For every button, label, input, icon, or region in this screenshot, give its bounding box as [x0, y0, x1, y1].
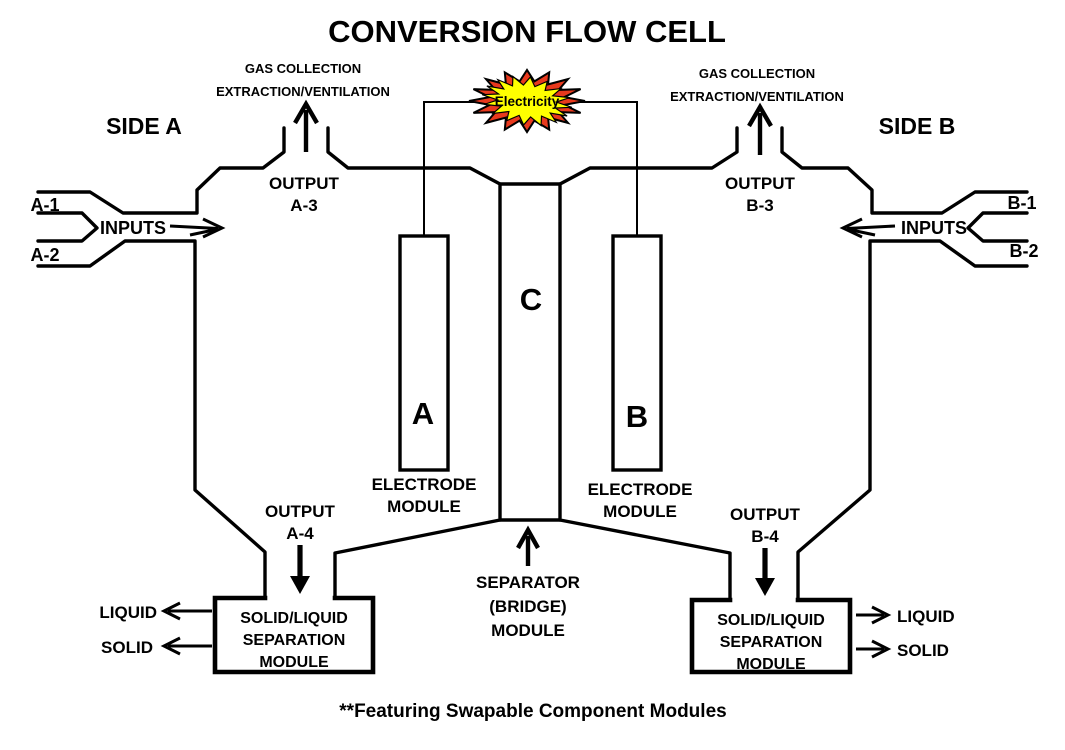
input-a1-label: A-1: [30, 195, 59, 215]
separation-b-line2: SEPARATION: [720, 634, 823, 651]
input-b2-label: B-2: [1009, 241, 1038, 261]
gas-collection-a: GAS COLLECTION EXTRACTION/VENTILATION: [216, 61, 390, 152]
outline-a-input-wedge: [36, 211, 99, 243]
solid-b-arrow-icon: [856, 639, 892, 659]
output-a4-label-line1: OUTPUT: [265, 502, 336, 521]
electrode-b-label-line1: ELECTRODE: [588, 480, 693, 499]
output-b4-arrow-head-icon: [755, 578, 775, 596]
page-title: CONVERSION FLOW CELL: [328, 14, 726, 49]
solid-a-arrow-icon: [160, 636, 212, 656]
solid-a-label: SOLID: [101, 638, 153, 657]
outline-a-bottom-wall: [36, 239, 267, 600]
electrode-a-label-line2: MODULE: [387, 497, 461, 516]
separation-a-line3: MODULE: [259, 654, 329, 671]
outline-a-cell-wall: [326, 126, 502, 600]
output-a4-label-line2: A-4: [286, 524, 314, 543]
electrode-b-letter: B: [626, 399, 648, 434]
separation-module-a: SOLID/LIQUID SEPARATION MODULE LIQUID SO…: [99, 595, 376, 675]
inputs-b-arrow-icon: [839, 217, 896, 239]
footnote: **Featuring Swapable Component Modules: [339, 701, 726, 722]
electrode-a-letter: A: [412, 396, 434, 431]
outline-b-bottom-wall: [796, 239, 1029, 601]
electrode-b-label-line2: MODULE: [603, 502, 677, 521]
output-a4: OUTPUT A-4: [265, 502, 336, 594]
separation-a-line1: SOLID/LIQUID: [240, 610, 348, 627]
inputs-a: A-1 A-2 INPUTS: [30, 195, 226, 265]
outline-b-cell-wall: [558, 126, 739, 602]
liquid-a-label: LIQUID: [99, 603, 157, 622]
electrode-module-b: [611, 234, 663, 472]
output-b3-label-line2: B-3: [746, 196, 773, 215]
solid-b-label: SOLID: [897, 641, 949, 660]
separation-module-b-box: [689, 597, 853, 675]
input-a2-label: A-2: [30, 245, 59, 265]
flow-cell-outline: [36, 126, 1029, 602]
output-b4-label-line1: OUTPUT: [730, 505, 801, 524]
separator-label-line2: (BRIDGE): [489, 597, 566, 616]
output-a3-label-line1: OUTPUT: [269, 174, 340, 193]
inputs-b: B-1 B-2 INPUTS: [839, 193, 1039, 261]
gas-a-label-line1: GAS COLLECTION: [245, 61, 361, 76]
separator-label-line1: SEPARATOR: [476, 573, 580, 592]
separator-module-label: SEPARATOR (BRIDGE) MODULE: [476, 525, 580, 640]
separator-label-line3: MODULE: [491, 621, 565, 640]
input-b1-label: B-1: [1007, 193, 1036, 213]
inputs-a-arrow-icon: [169, 217, 226, 239]
separator-letter: C: [520, 282, 542, 317]
side-a-heading: SIDE A: [106, 113, 182, 139]
liquid-a-arrow-icon: [160, 601, 212, 621]
separation-module-b: SOLID/LIQUID SEPARATION MODULE LIQUID SO…: [689, 597, 955, 675]
outline-a-top-wall: [36, 126, 286, 215]
outline-b-input-wedge: [966, 211, 1029, 243]
output-b3-label-line1: OUTPUT: [725, 174, 796, 193]
output-a4-arrow-head-icon: [290, 576, 310, 594]
gas-a-arrow-head-icon: [293, 99, 319, 125]
output-b4: OUTPUT B-4: [730, 505, 801, 596]
gas-collection-b: GAS COLLECTION EXTRACTION/VENTILATION: [670, 66, 844, 155]
separation-b-line3: MODULE: [736, 656, 806, 673]
gas-b-arrow-head-icon: [747, 102, 773, 128]
liquid-b-label: LIQUID: [897, 607, 955, 626]
separation-b-line1: SOLID/LIQUID: [717, 612, 825, 629]
electrode-module-a: [398, 234, 450, 472]
separation-module-a-box: [212, 595, 376, 675]
gas-a-label-line2: EXTRACTION/VENTILATION: [216, 84, 390, 99]
side-b-heading: SIDE B: [879, 113, 956, 139]
liquid-b-arrow-icon: [856, 605, 892, 625]
output-b4-label-line2: B-4: [751, 527, 779, 546]
electrode-a-label-line1: ELECTRODE: [372, 475, 477, 494]
inputs-a-label: INPUTS: [100, 218, 166, 238]
separator-arrow-head-icon: [516, 525, 540, 550]
separation-a-line2: SEPARATION: [243, 632, 346, 649]
electricity-label: Electricity: [495, 94, 560, 109]
gas-b-label-line1: GAS COLLECTION: [699, 66, 815, 81]
gas-b-label-line2: EXTRACTION/VENTILATION: [670, 89, 844, 104]
inputs-b-label: INPUTS: [901, 218, 967, 238]
outline-b-top-wall: [780, 126, 1029, 215]
electricity-starburst: Electricity: [468, 69, 586, 133]
output-a3-label-line2: A-3: [290, 196, 317, 215]
